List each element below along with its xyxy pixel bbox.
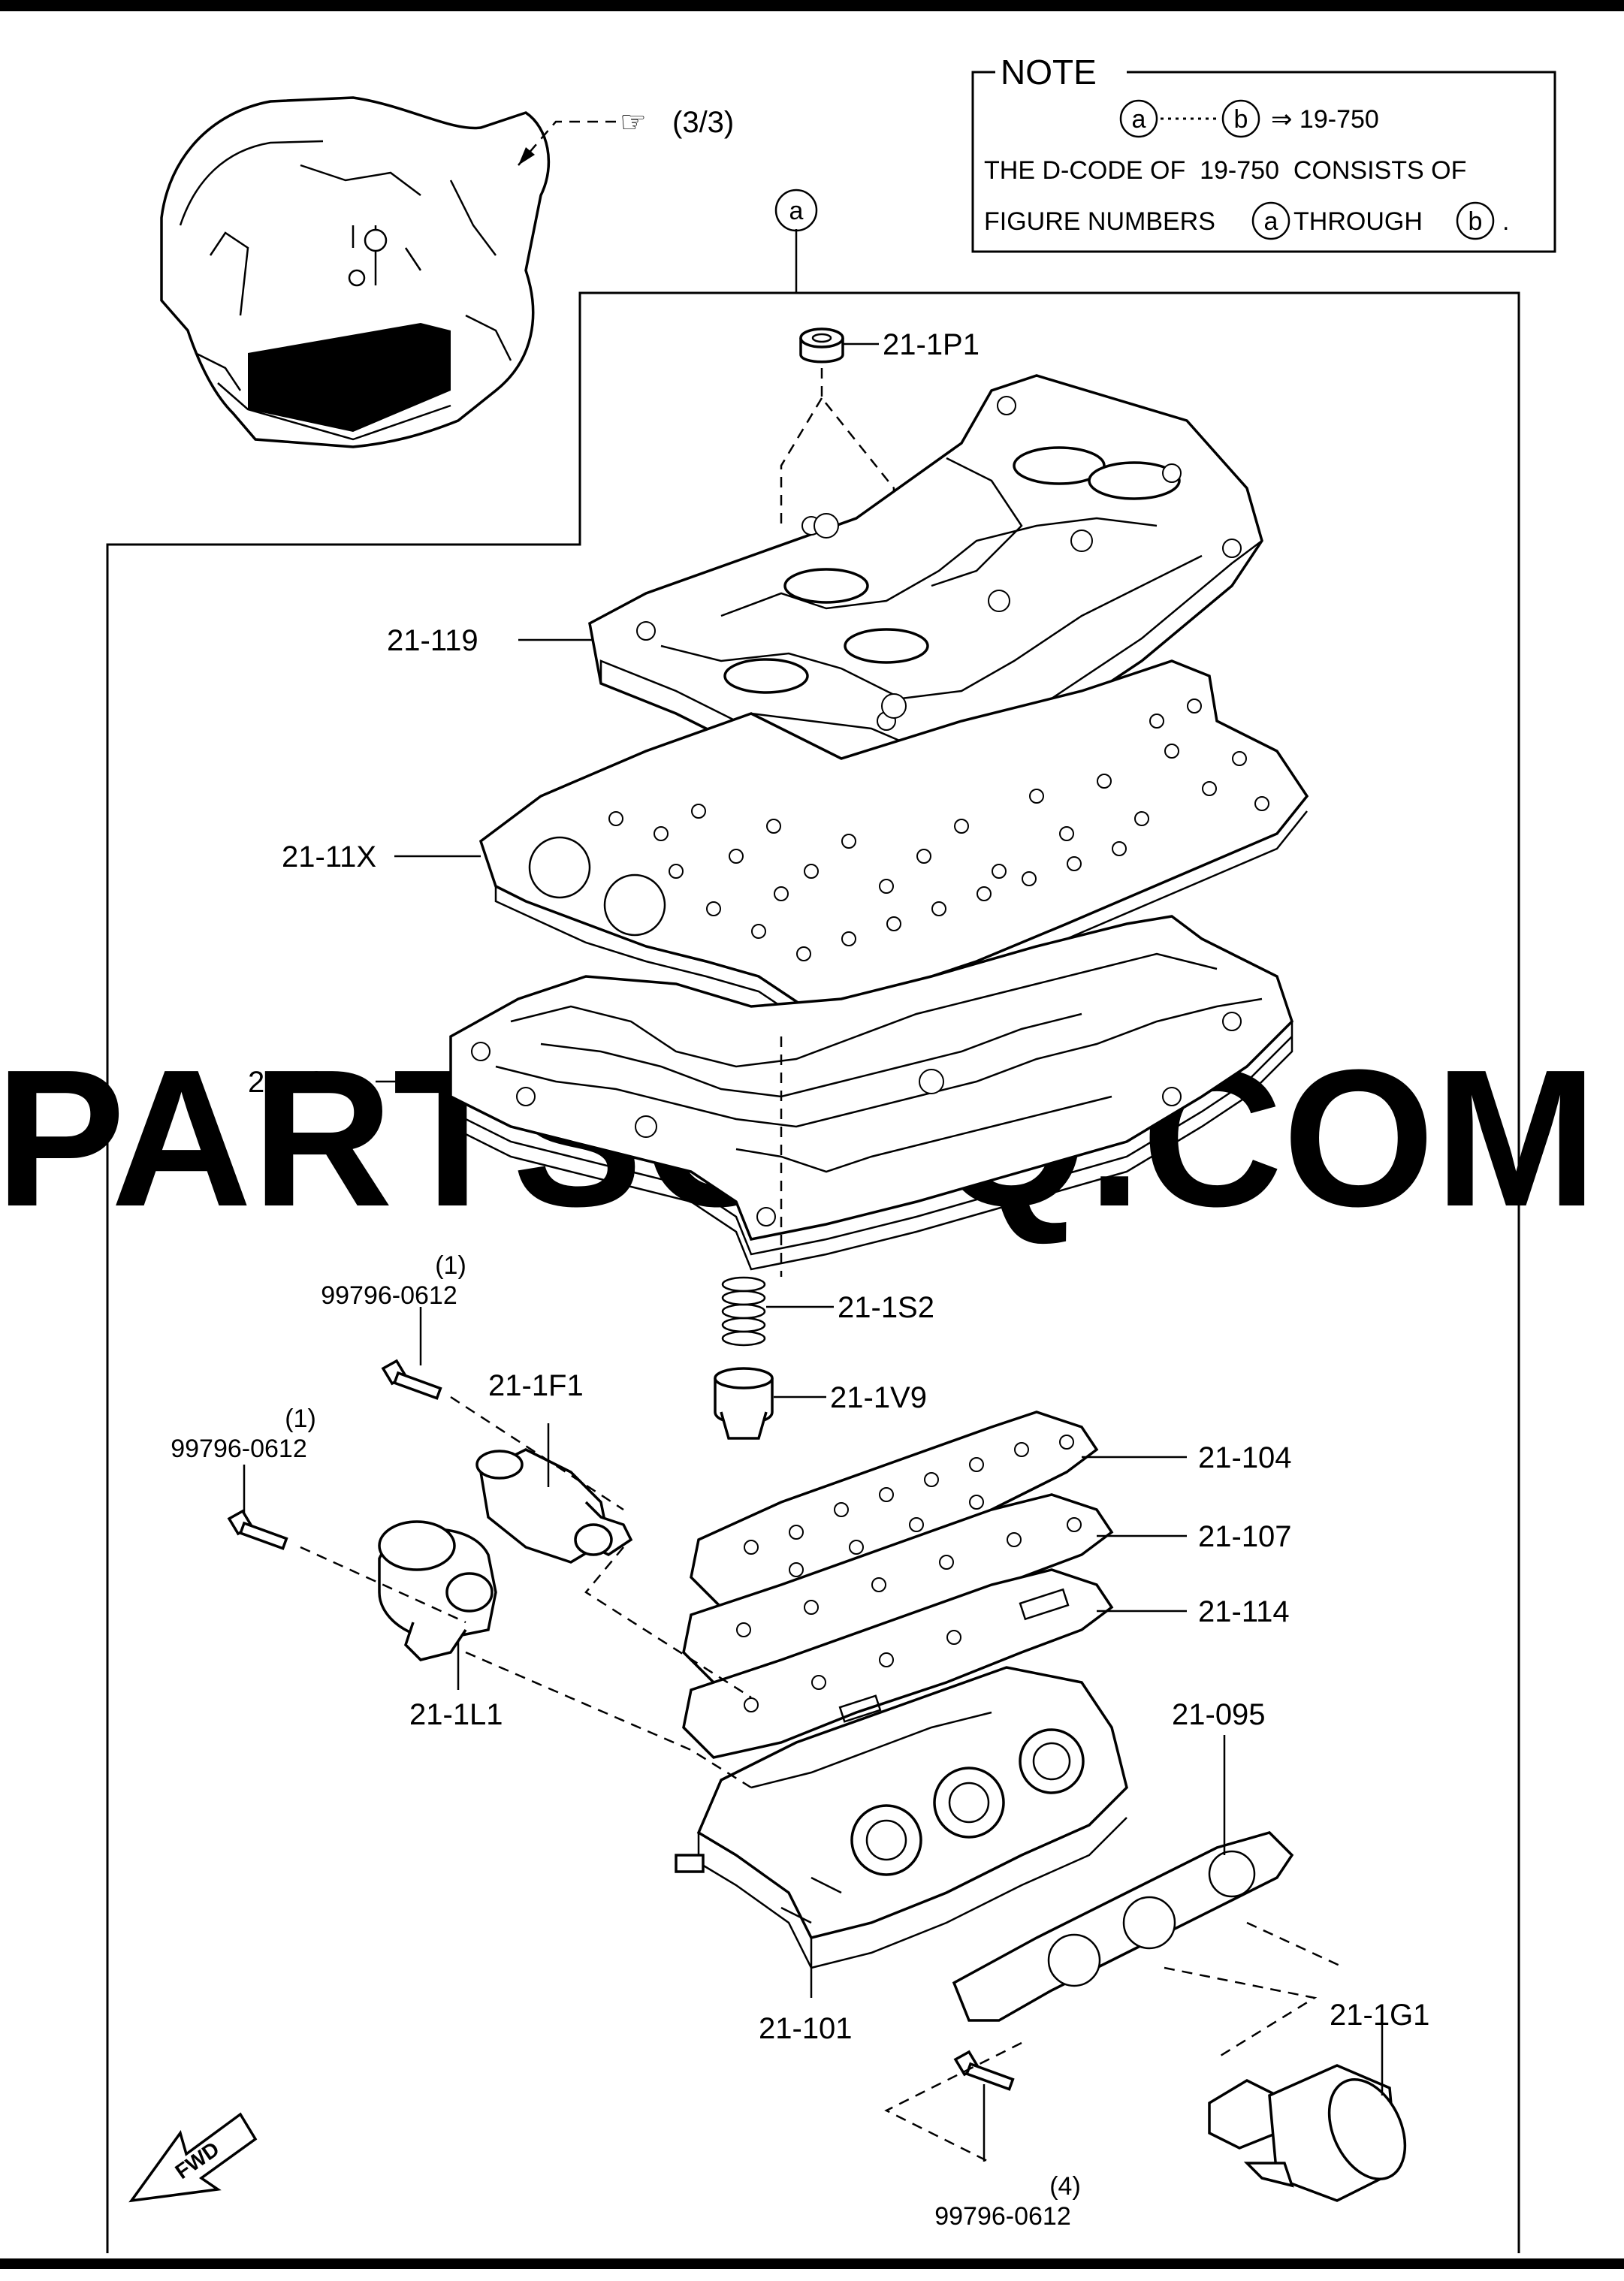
note-circle-b: b <box>1234 105 1248 134</box>
part-21-11X <box>478 659 1309 1023</box>
reference-leader <box>518 120 616 166</box>
note-box: NOTE a b ⇒ 19-750 THE D-CODE OF 19-750 C… <box>971 53 1556 253</box>
part-21-095 <box>952 1831 1294 2022</box>
bottom-rule <box>0 2258 1624 2269</box>
label-21-101: 21-101 <box>759 2012 853 2045</box>
label-21-1F1: 21-1F1 <box>488 1369 584 1402</box>
callout-a-circle <box>774 189 818 232</box>
bolt-bottom-label: 99796-0612 <box>934 2202 1071 2231</box>
part-21-105 <box>449 915 1294 1271</box>
transmission-overview <box>160 96 551 448</box>
separator-plate-holes <box>608 698 1269 961</box>
note-line-3-circle-b: b <box>1469 207 1483 236</box>
reference-page-label: (3/3) <box>672 106 734 139</box>
part-21-1L1 <box>378 1520 497 1661</box>
note-line-3-prefix: FIGURE NUMBERS <box>984 207 1215 236</box>
label-21-1P1: 21-1P1 <box>883 328 980 361</box>
bolt-left <box>227 1509 288 1550</box>
label-21-114: 21-114 <box>1198 1595 1290 1628</box>
part-21-1G1 <box>1208 2064 1407 2202</box>
label-21-104: 21-104 <box>1198 1441 1292 1474</box>
bolt-top <box>381 1359 442 1400</box>
note-arrow-text: ⇒ 19-750 <box>1271 105 1379 134</box>
callout-a-label: a <box>789 197 804 225</box>
label-21-1L1: 21-1L1 <box>409 1698 503 1731</box>
label-21-105: 21-105 <box>248 1066 342 1099</box>
fwd-arrow-icon: FWD <box>128 2112 258 2203</box>
part-21-1F1 <box>475 1448 633 1564</box>
note-line-2: THE D-CODE OF 19-750 CONSISTS OF <box>984 156 1466 185</box>
bolt-bottom-qty: (4) <box>1049 2172 1081 2201</box>
note-line-3-end: . <box>1502 207 1509 236</box>
bolt-top-label: 99796-0612 <box>321 1281 457 1310</box>
bolt-left-qty: (1) <box>285 1405 316 1433</box>
part-21-1S2 <box>721 1276 766 1347</box>
part-21-119 <box>588 374 1263 805</box>
reference-hand-icon: ☞ <box>620 106 647 139</box>
group-frame <box>106 291 1520 2253</box>
bolt-bottom <box>953 2050 1015 2091</box>
part-21-1P1 <box>799 327 844 364</box>
bolt-top-qty: (1) <box>435 1251 466 1280</box>
part-21-1V9 <box>714 1367 774 1440</box>
label-21-119: 21-119 <box>387 624 478 657</box>
note-line-3-circle-a: a <box>1264 207 1278 236</box>
note-title: NOTE <box>1001 53 1097 92</box>
label-21-11X: 21-11X <box>282 840 376 873</box>
label-21-095: 21-095 <box>1172 1698 1266 1731</box>
label-21-1V9: 21-1V9 <box>830 1381 927 1414</box>
label-21-1G1: 21-1G1 <box>1330 1999 1429 2032</box>
label-21-1S2: 21-1S2 <box>838 1291 934 1324</box>
top-rule <box>0 0 1624 11</box>
note-line-3-through: THROUGH <box>1293 207 1423 236</box>
label-21-107: 21-107 <box>1198 1520 1292 1553</box>
note-circle-a: a <box>1132 105 1146 134</box>
bolt-left-label: 99796-0612 <box>171 1435 307 1463</box>
part-21-114 <box>682 1568 1114 1759</box>
part-21-101 <box>675 1666 1128 1969</box>
